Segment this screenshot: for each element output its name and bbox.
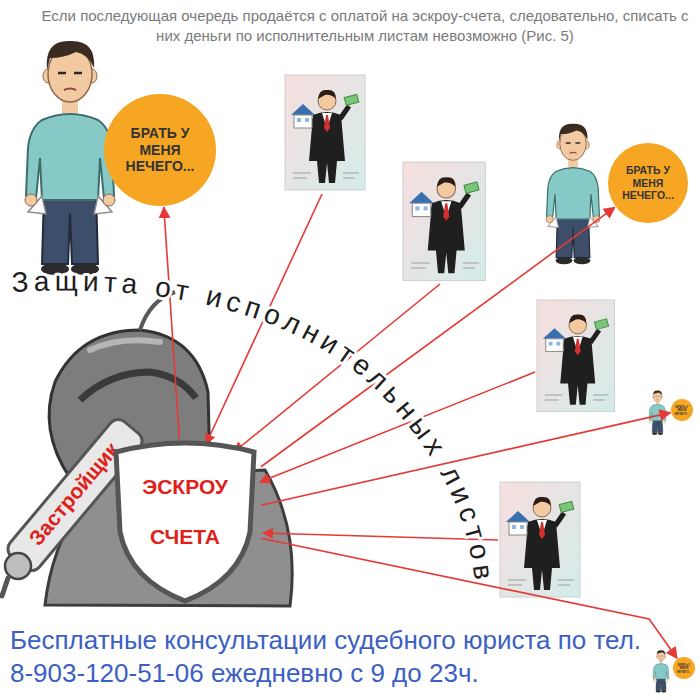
creditor-card bbox=[537, 300, 615, 412]
page-title: Если последующая очередь продаётся с опл… bbox=[42, 7, 689, 44]
consultation-caption: Бесплатные консультации судебного юриста… bbox=[10, 625, 641, 688]
poor-man bbox=[546, 124, 600, 264]
bubble-text: БРАТЬ У МЕНЯ НЕЧЕГО... bbox=[674, 405, 691, 416]
creditor-card bbox=[500, 482, 580, 597]
leader-line bbox=[206, 194, 535, 540]
speech-bubble: БРАТЬ У МЕНЯ НЕЧЕГО... bbox=[104, 94, 217, 207]
poor-man bbox=[649, 390, 666, 434]
shield-text: ЭСКРОУ СЧЕТА bbox=[130, 462, 240, 562]
speech-bubble: БРАТЬ У МЕНЯ НЕЧЕГО... bbox=[608, 143, 689, 224]
speech-bubble: БРАТЬ У МЕНЯ НЕЧЕГО... bbox=[671, 399, 693, 421]
poor-man bbox=[25, 41, 115, 275]
bubble-text: БРАТЬ У МЕНЯ НЕЧЕГО... bbox=[617, 164, 679, 202]
arrow-connector bbox=[164, 207, 180, 439]
creditor-card bbox=[403, 162, 485, 280]
creditor-card bbox=[285, 75, 365, 190]
arc-label: Защита от исполнительных листов bbox=[11, 265, 500, 581]
escrow-shield: ЭСКРОУ СЧЕТА bbox=[110, 440, 260, 605]
bubble-text: БРАТЬ У МЕНЯ НЕЧЕГО... bbox=[114, 125, 206, 175]
poor-man bbox=[653, 650, 669, 692]
knight-figure bbox=[2, 292, 292, 606]
speech-bubble: БРАТЬ У МЕНЯ НЕЧЕГО... bbox=[673, 657, 695, 679]
shield-outline bbox=[110, 440, 260, 605]
bubble-text: БРАТЬ У МЕНЯ НЕЧЕГО... bbox=[676, 663, 692, 673]
